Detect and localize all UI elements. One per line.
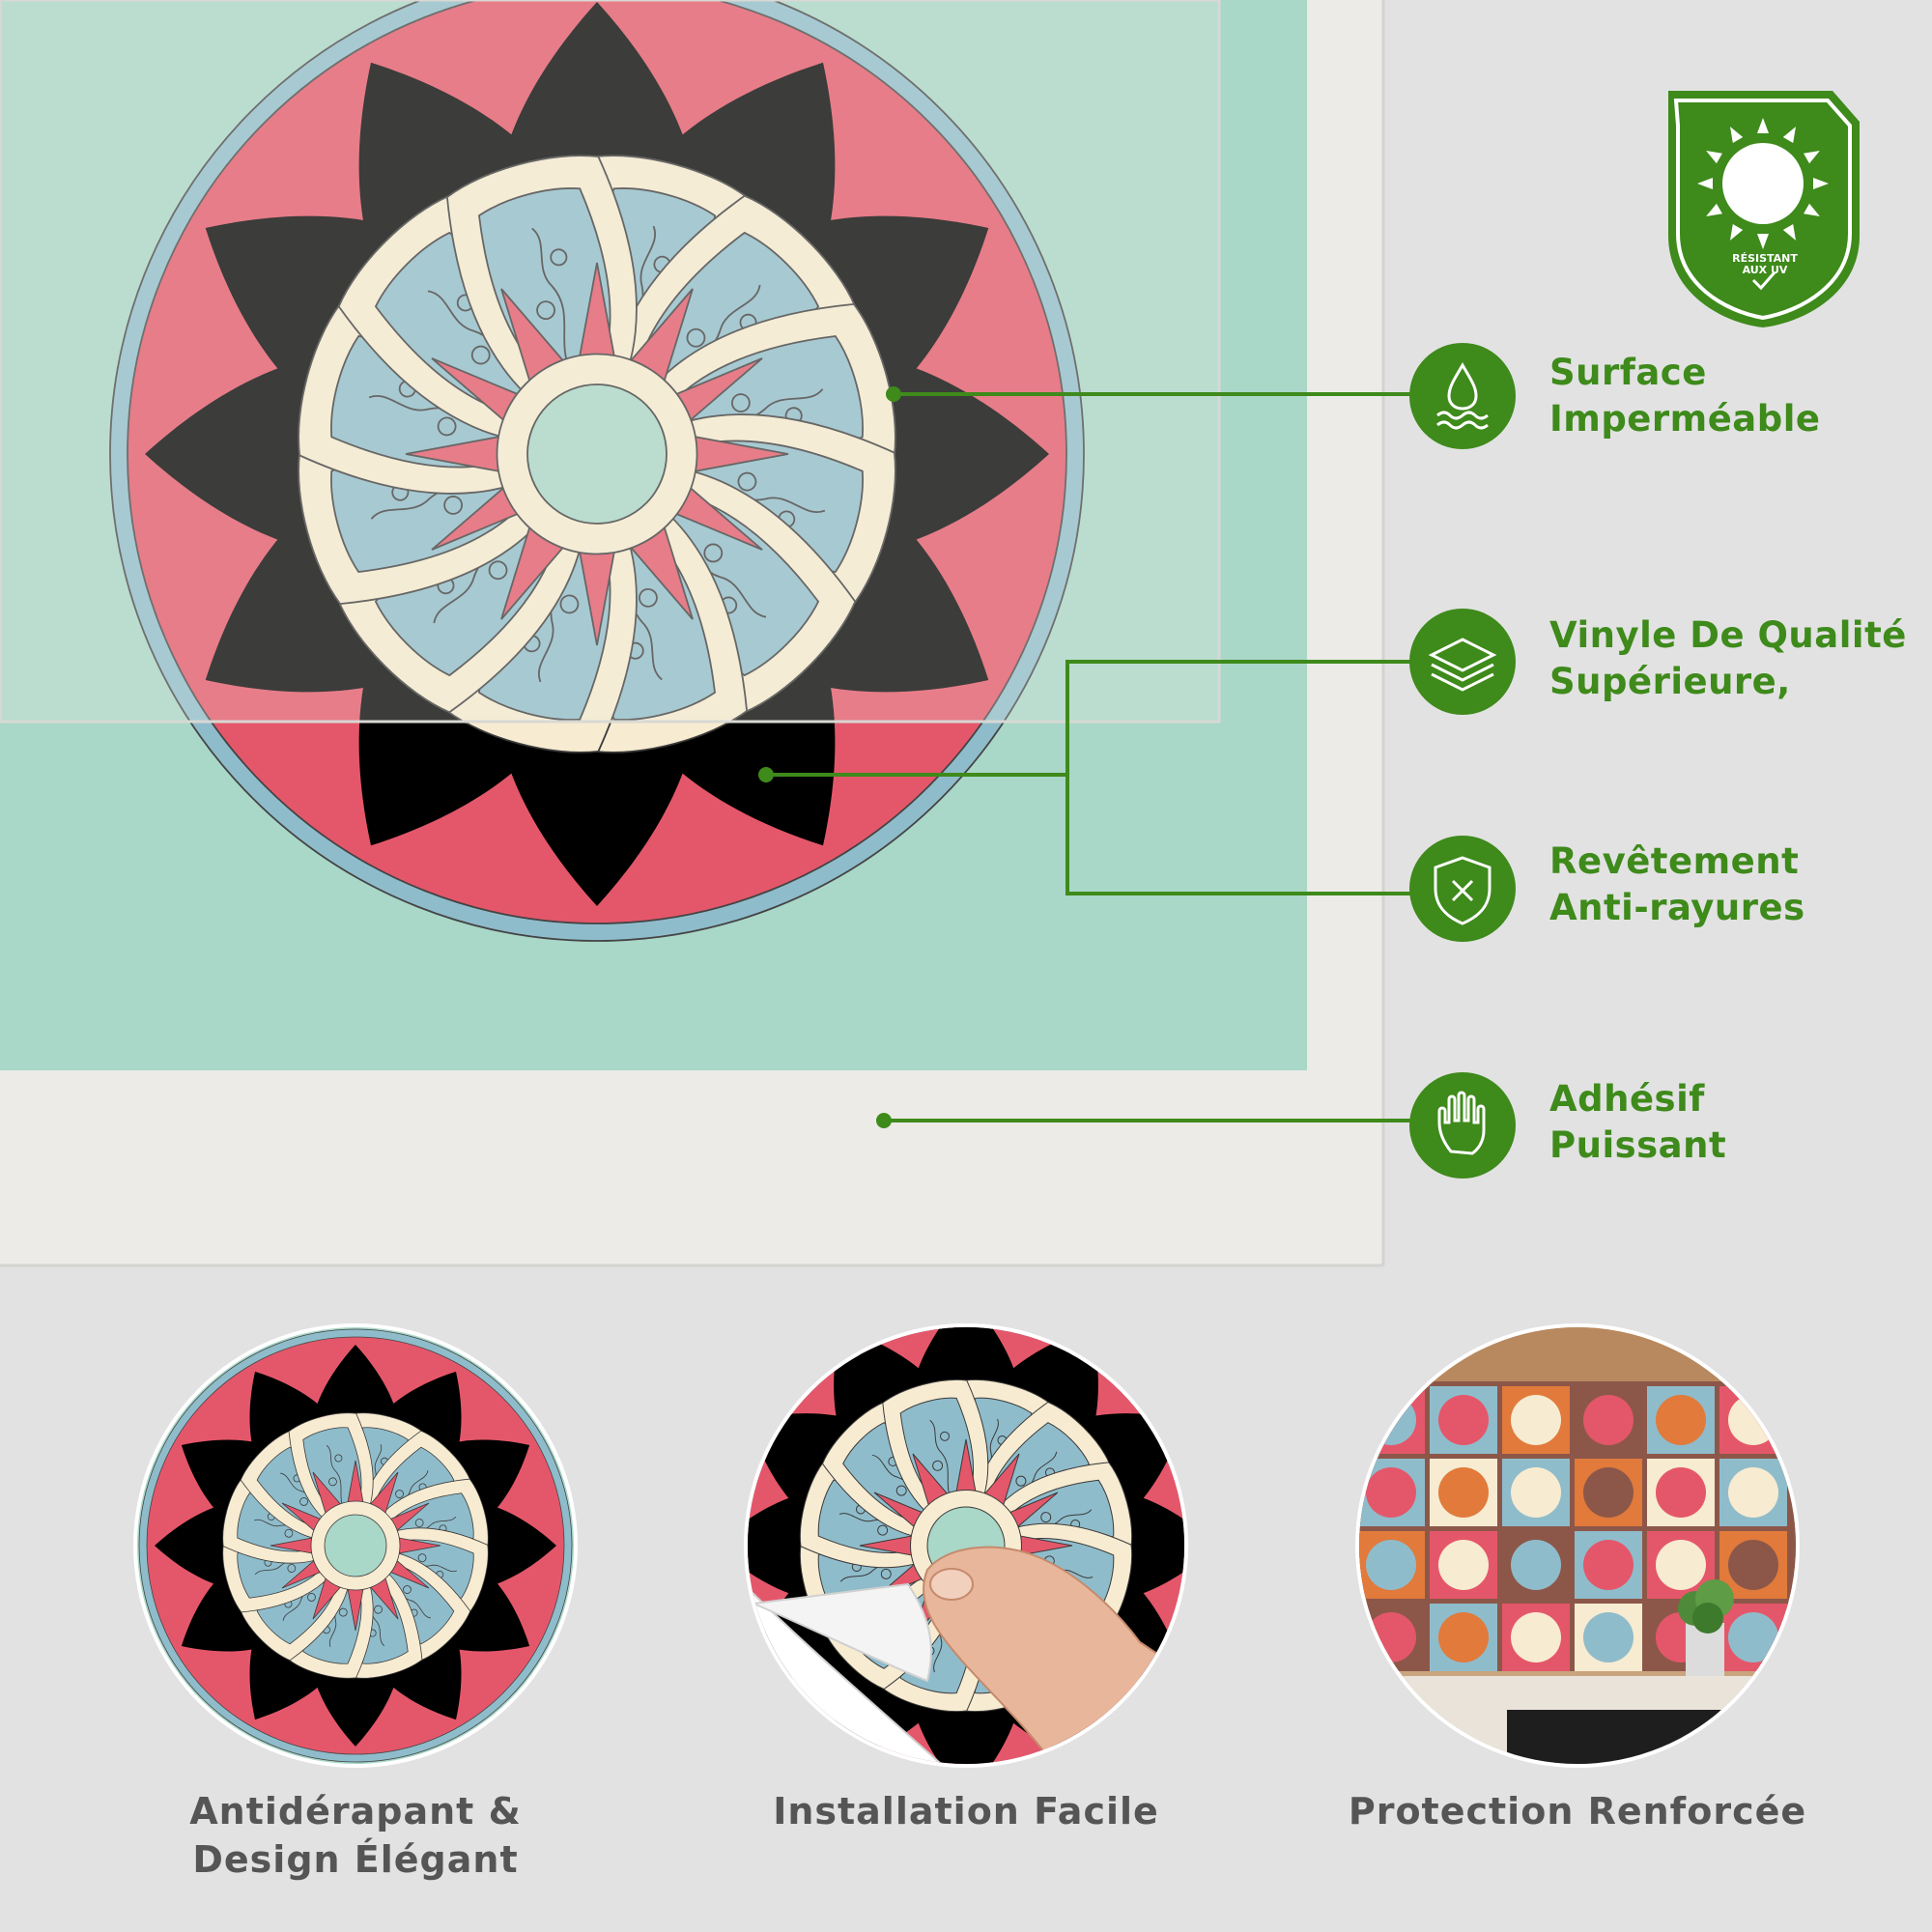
- uv-badge-line1: RÉSISTANT: [1732, 252, 1798, 265]
- thumbnail-mandala: [133, 1323, 578, 1768]
- feature-scratch-resistant-line2: Anti-rayures: [1549, 887, 1805, 928]
- uv-badge-line2: AUX UV: [1742, 264, 1788, 276]
- feature-scratch-resistant-line1: Revêtement: [1549, 840, 1800, 882]
- water-drop-icon: [1436, 361, 1489, 430]
- feature-icon-circles: [1409, 343, 1516, 1179]
- thumbnail-installation: [744, 1323, 1188, 1768]
- hand-icon: [1437, 1091, 1486, 1155]
- caption-installation: Installation Facile: [734, 1787, 1198, 1835]
- feature-waterproof-line2: Imperméable: [1549, 398, 1821, 440]
- caption-installation-line1: Installation Facile: [773, 1790, 1159, 1833]
- caption-protection: Protection Renforcée: [1317, 1787, 1838, 1835]
- uv-resistant-shield-icon: [1668, 91, 1860, 327]
- shield-x-icon: [1434, 856, 1492, 925]
- feature-strong-adhesive-line1: Adhésif: [1549, 1078, 1705, 1120]
- uv-badge-text: RÉSISTANT AUX UV: [1707, 253, 1823, 276]
- feature-scratch-resistant: Revêtement Anti-rayures: [1549, 838, 1805, 931]
- feature-quality-vinyl-line2: Supérieure,: [1549, 661, 1791, 702]
- feature-strong-adhesive-line2: Puissant: [1549, 1124, 1727, 1166]
- plant-icon: [1678, 1579, 1734, 1676]
- feature-quality-vinyl: Vinyle De Qualité Supérieure,: [1549, 612, 1907, 705]
- tile-pattern: [1359, 1386, 1787, 1671]
- feature-waterproof: Surface Imperméable: [1549, 350, 1821, 442]
- connector-lines: [766, 392, 1415, 1122]
- feature-waterproof-line1: Surface: [1549, 352, 1707, 393]
- caption-protection-line1: Protection Renforcée: [1348, 1790, 1807, 1833]
- caption-antislip: Antidérapant & Design Élégant: [124, 1787, 587, 1884]
- caption-antislip-line1: Antidérapant &: [189, 1790, 522, 1833]
- feature-quality-vinyl-line1: Vinyle De Qualité: [1549, 614, 1907, 656]
- layers-icon: [1428, 638, 1497, 692]
- thumbnail-kitchen: [1355, 1323, 1800, 1768]
- caption-antislip-line2: Design Élégant: [192, 1838, 519, 1881]
- feature-strong-adhesive: Adhésif Puissant: [1549, 1076, 1726, 1169]
